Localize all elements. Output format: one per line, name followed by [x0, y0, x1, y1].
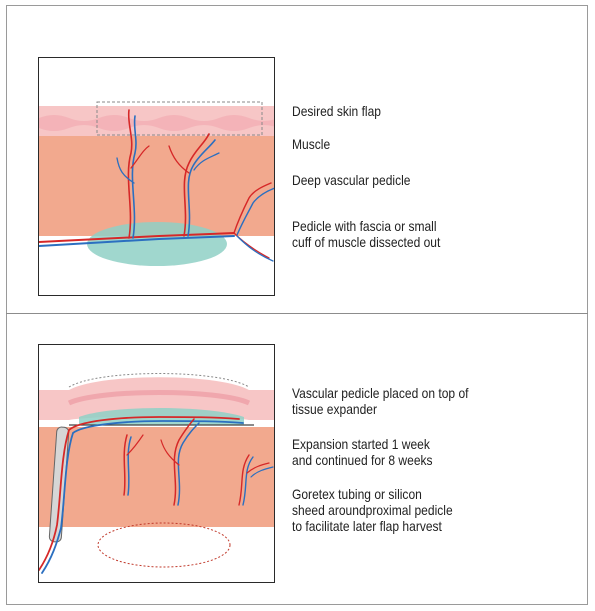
muscle-layer [39, 136, 275, 236]
label-expansion-timeline: Expansion started 1 week and continued f… [292, 436, 533, 468]
label-goretex-tubing: Goretex tubing or silicon sheed aroundpr… [292, 486, 533, 534]
top-panel-svg [39, 58, 275, 296]
label-pedicle-with-fascia: Pedicle with fascia or small cuff of mus… [292, 218, 533, 250]
panel-divider [6, 313, 588, 314]
muscle-layer-bottom [39, 427, 275, 527]
top-panel-illustration [38, 57, 275, 296]
label-muscle: Muscle [292, 136, 533, 152]
bottom-panel-svg [39, 345, 275, 583]
bottom-panel-illustration [38, 344, 275, 583]
fascia-cuff [87, 222, 227, 266]
label-deep-vascular-pedicle: Deep vascular pedicle [292, 172, 533, 188]
original-pedicle-site [98, 523, 230, 567]
label-desired-skin-flap: Desired skin flap [292, 103, 533, 119]
label-vascular-pedicle-on-expander: Vascular pedicle placed on top of tissue… [292, 385, 533, 417]
